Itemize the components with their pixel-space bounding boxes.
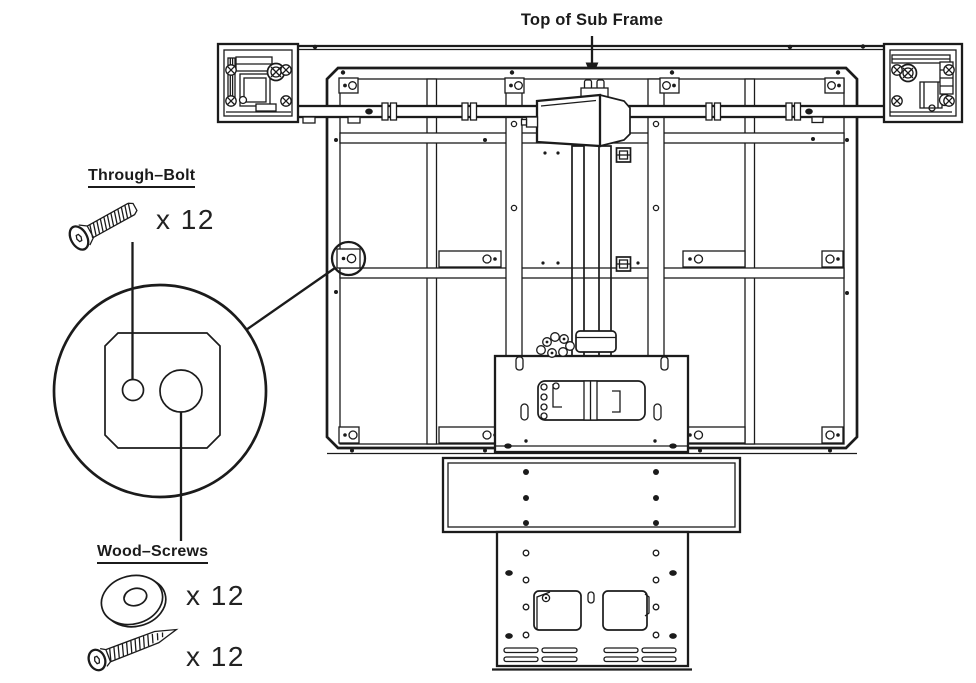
detail-callout-ring bbox=[330, 240, 367, 277]
washer-drawing bbox=[100, 574, 167, 628]
crossbar-plate bbox=[441, 456, 742, 534]
through-bolt-drawing bbox=[68, 202, 138, 251]
top-bar bbox=[218, 44, 962, 51]
left-drive-mechanism bbox=[216, 42, 300, 124]
lift-actuator bbox=[520, 79, 631, 359]
top-corner-brackets bbox=[338, 77, 845, 94]
sub-frame-outline bbox=[325, 66, 859, 455]
top-of-sub-frame-label: Top of Sub Frame bbox=[520, 11, 664, 29]
fastener-detail-callout bbox=[52, 283, 268, 499]
right-drive-mechanism bbox=[882, 42, 964, 124]
chain-drive bbox=[536, 332, 575, 358]
frame-bolt-dots bbox=[334, 70, 849, 453]
wood-screw-drawing bbox=[87, 628, 179, 672]
rail-clips bbox=[615, 147, 632, 272]
washer-qty: x 12 bbox=[186, 580, 245, 611]
motor-mount-plate bbox=[493, 354, 690, 454]
leader-lines bbox=[131, 242, 336, 541]
wood-screw-qty: x 12 bbox=[186, 641, 245, 672]
wood-screws-label: Wood–Screws bbox=[97, 543, 209, 564]
mid-brackets bbox=[336, 248, 844, 269]
through-bolt-label: Through–Bolt bbox=[88, 167, 196, 188]
lower-column-plate bbox=[492, 530, 692, 671]
bottom-brackets bbox=[338, 426, 844, 444]
through-bolt-qty: x 12 bbox=[156, 204, 215, 235]
